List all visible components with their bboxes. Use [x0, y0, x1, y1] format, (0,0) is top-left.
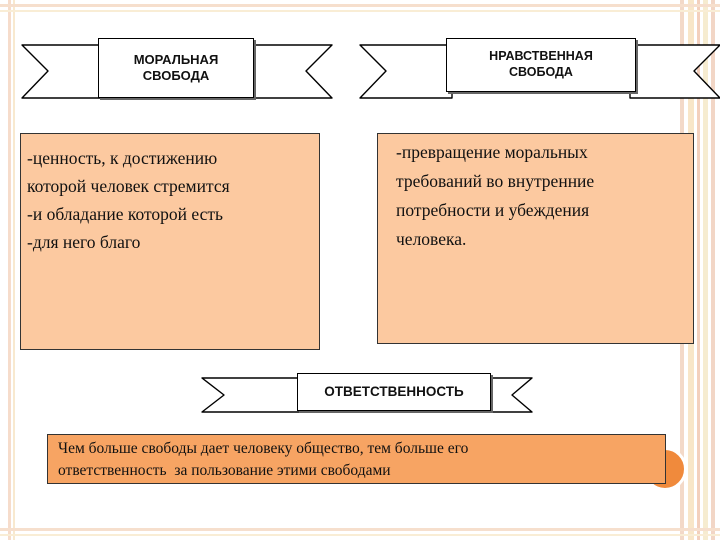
moral-definition-line: -и обладание которой есть	[27, 204, 223, 224]
ethical-freedom-definition-box: -превращение моральных требований во вну…	[377, 133, 694, 344]
responsibility-label: ОТВЕТСТВЕННОСТЬ	[297, 373, 491, 411]
moral-freedom-title-line2: СВОБОДА	[142, 68, 210, 83]
moral-definition-line: которой человек стремится	[27, 176, 230, 196]
ethical-freedom-title-line2: СВОБОДА	[509, 65, 573, 79]
ethical-freedom-title-line1: НРАВСТВЕННАЯ	[489, 49, 593, 64]
ethical-freedom-label: НРАВСТВЕННАЯ СВОБОДА	[446, 38, 636, 92]
responsibility-statement-box: Чем больше свободы дает человеку обществ…	[47, 434, 666, 484]
moral-freedom-label: МОРАЛЬНАЯ СВОБОДА	[98, 38, 254, 98]
moral-freedom-title-line1: МОРАЛЬНАЯ	[133, 51, 219, 67]
ethical-definition-line: человека.	[396, 229, 467, 249]
ethical-banner-ribbon	[359, 44, 720, 99]
responsibility-title: ОТВЕТСТВЕННОСТЬ	[324, 383, 464, 399]
moral-freedom-definition-box: -ценность, к достижению которой человек …	[20, 133, 320, 350]
ethical-definition-line: -превращение моральных	[396, 142, 588, 162]
responsibility-statement-line1: Чем больше свободы дает человеку обществ…	[58, 440, 469, 457]
moral-banner-ribbon	[21, 44, 333, 99]
ethical-definition-line: потребности и убеждения	[396, 200, 590, 220]
responsibility-statement-line2: ответственность за пользование этими сво…	[58, 462, 391, 479]
responsibility-banner-ribbon	[201, 377, 533, 413]
ethical-definition-line: требований во внутренние	[396, 171, 595, 191]
moral-definition-line: -для него благо	[27, 232, 141, 252]
moral-definition-line: -ценность, к достижению	[27, 148, 218, 168]
